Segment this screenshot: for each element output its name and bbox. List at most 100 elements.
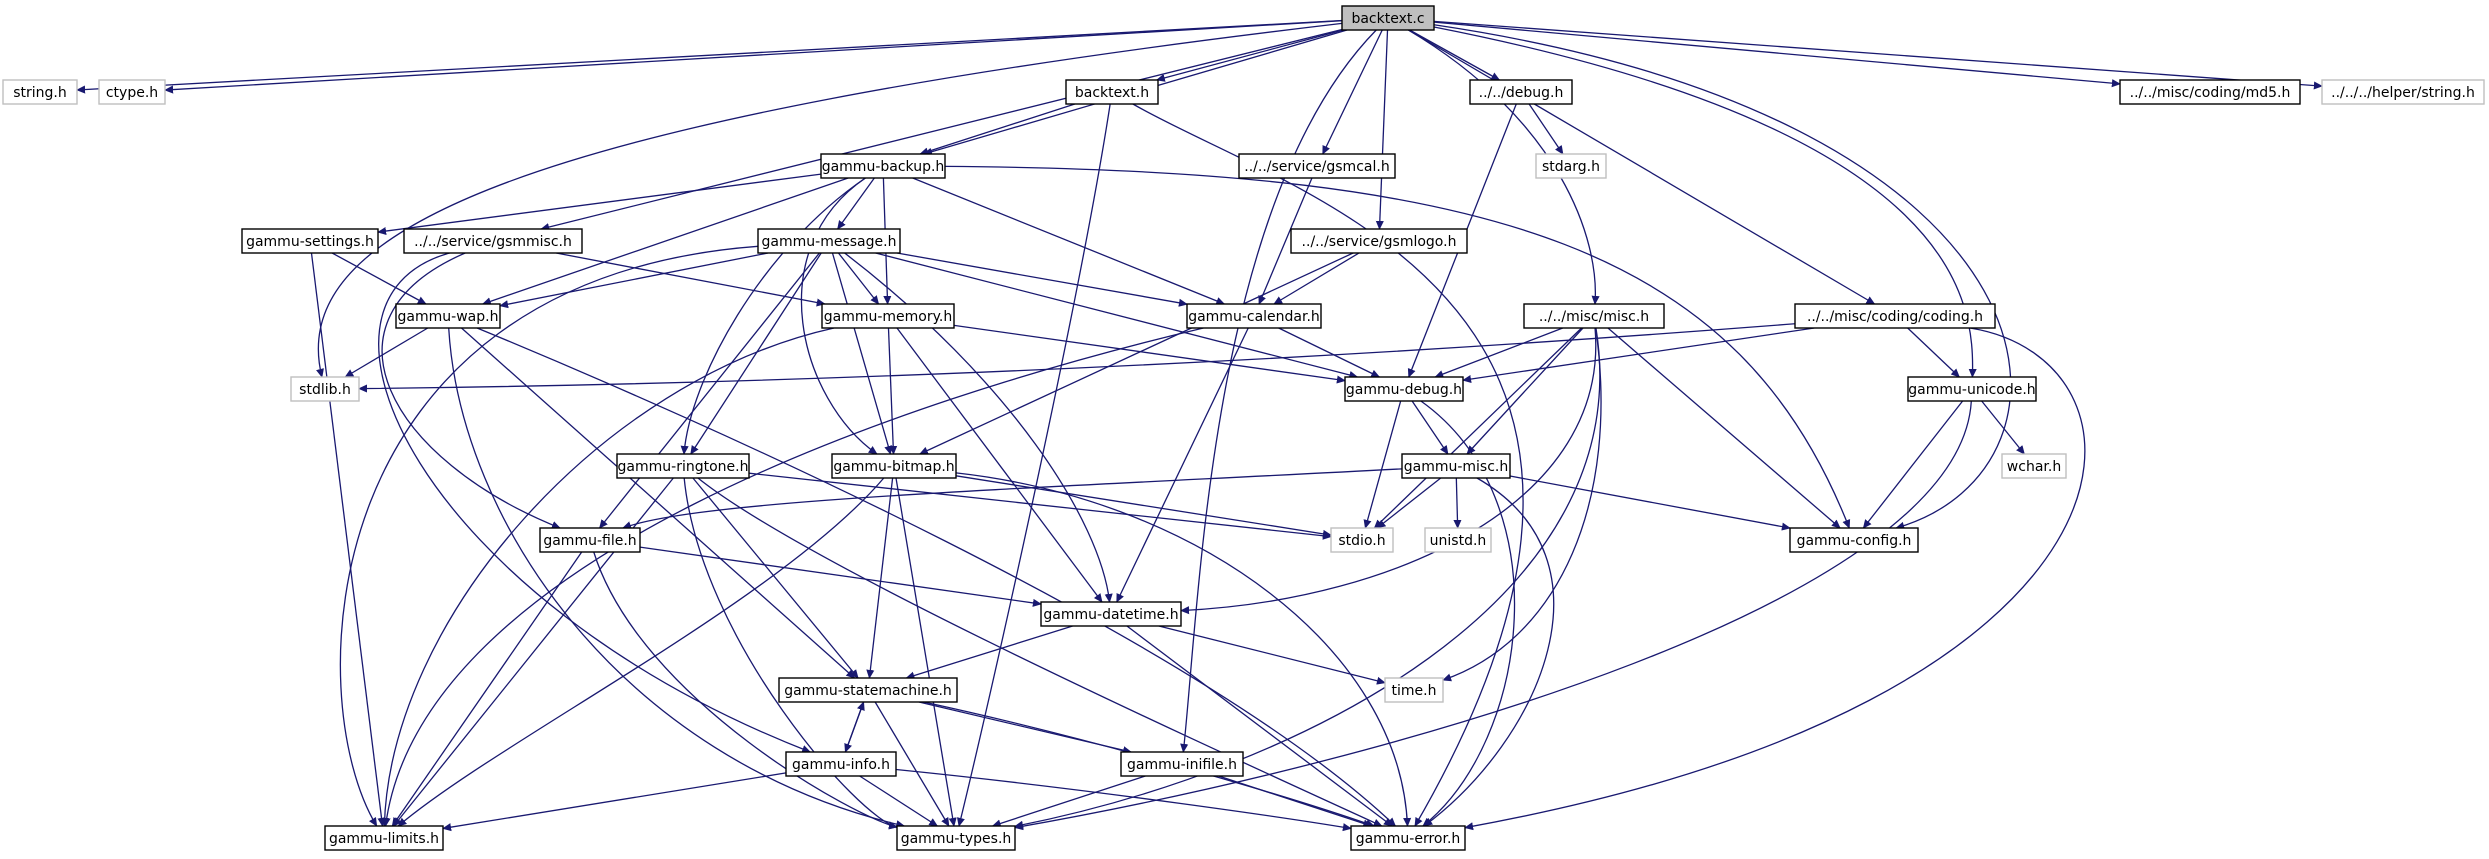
edge-gammu-memory-h-to-gammu-bitmap-h [887,327,898,455]
node-backtext-c[interactable]: backtext.c [1341,5,1435,31]
node-gammu-statemachine-h[interactable]: gammu-statemachine.h [778,677,958,703]
edge-backtext-h-to-gammu-error-h [1132,103,1524,827]
edge-gsmlogo-h-to-gammu-bitmap-h [919,252,1354,455]
node-label: gammu-datetime.h [1043,607,1178,623]
edge-gammu-file-h-to-gammu-datetime-h [639,546,1042,607]
edge-gammu-info-h-to-gammu-limits-h [442,772,787,832]
node-box [1186,303,1322,329]
node-gammu-error-h[interactable]: gammu-error.h [1350,825,1466,851]
edge-misc-misc-h-to-time-h [1442,327,1602,682]
edge-gammu-message-h-to-gammu-debug-h [875,252,1359,379]
edge-gammu-settings-h-to-gammu-limits-h [310,252,386,827]
node-gammu-message-h[interactable]: gammu-message.h [757,228,901,254]
node-gammu-types-h[interactable]: gammu-types.h [896,825,1016,851]
edge-gammu-calendar-h-to-gammu-debug-h [1278,327,1381,378]
node-stdarg-h: stdarg.h [1535,153,1607,179]
edge-backtext-c-to-gsmlogo-h [1375,29,1389,230]
node-box [1341,5,1435,31]
edge-backtext-c-to-gsmmisc-h [540,28,1343,231]
edge-gammu-file-h-to-gammu-limits-h [391,551,583,827]
node-gammu-backup-h[interactable]: gammu-backup.h [820,153,946,179]
node-md5-h[interactable]: ../../misc/coding/md5.h [2119,79,2301,105]
node-gammu-memory-h[interactable]: gammu-memory.h [821,303,955,329]
node-gammu-ringtone-h[interactable]: gammu-ringtone.h [616,453,750,479]
node-backtext-h[interactable]: backtext.h [1065,79,1159,105]
node-gammu-file-h[interactable]: gammu-file.h [539,527,641,553]
node-box [2,79,78,105]
node-wchar-h: wchar.h [2001,453,2067,479]
edge-gammu-message-h-to-gammu-calendar-h [896,252,1188,307]
node-debug-h[interactable]: ../../debug.h [1469,79,1573,105]
node-stdlib-h: stdlib.h [290,376,360,402]
node-box [820,153,946,179]
node-label: gammu-statemachine.h [784,683,952,699]
node-gammu-datetime-h[interactable]: gammu-datetime.h [1040,601,1182,627]
node-label: gammu-config.h [1797,533,1912,549]
edge-gammu-file-h-to-gammu-types-h [593,551,898,830]
node-gammu-misc-h[interactable]: gammu-misc.h [1401,453,1511,479]
node-box [757,228,901,254]
edge-gammu-memory-h-to-gammu-debug-h [953,324,1346,384]
node-box [785,751,897,777]
edge-misc-misc-h-to-gammu-config-h [1607,327,1841,529]
node-time-h: time.h [1384,677,1444,703]
node-box [403,228,583,254]
node-box [1330,527,1394,553]
node-box [539,527,641,553]
edge-gammu-misc-h-to-stdio-h [1376,477,1442,529]
edge-gammu-backup-h-to-gammu-bitmap-h [800,177,878,455]
node-box [831,453,957,479]
node-gammu-debug-h[interactable]: gammu-debug.h [1344,376,1464,402]
node-gammu-calendar-h[interactable]: gammu-calendar.h [1186,303,1322,329]
node-coding-h[interactable]: ../../misc/coding/coding.h [1794,303,1996,329]
node-gammu-config-h[interactable]: gammu-config.h [1789,527,1919,553]
node-gammu-wap-h[interactable]: gammu-wap.h [395,303,501,329]
node-misc-misc-h[interactable]: ../../misc/misc.h [1523,303,1665,329]
edge-gammu-wap-h-to-stdlib-h [344,327,429,378]
edge-backtext-c-to-md5-h [1433,21,2121,88]
node-label: gammu-backup.h [822,159,945,175]
node-gammu-unicode-h[interactable]: gammu-unicode.h [1907,376,2037,402]
node-gsmlogo-h[interactable]: ../../service/gsmlogo.h [1290,228,1468,254]
edge-gammu-info-h-to-gammu-statemachine-h [844,701,865,753]
edge-backtext-c-to-gammu-unicode-h [1433,26,1977,378]
edge-gammu-backup-h-to-gammu-config-h [944,165,1851,529]
edge-gammu-ringtone-h-to-stdio-h [748,472,1332,540]
edge-gammu-memory-h-to-gammu-limits-h [380,327,835,827]
node-box [1469,79,1573,105]
node-label: ../../misc/misc.h [1539,309,1649,325]
edge-gsmmisc-h-to-gammu-memory-h [556,252,826,307]
edge-gammu-message-h-to-gammu-ringtone-h [690,252,822,455]
node-label: gammu-calendar.h [1188,309,1320,325]
node-gammu-settings-h[interactable]: gammu-settings.h [241,228,379,254]
node-label: ../../misc/coding/coding.h [1807,309,1983,325]
edge-gammu-message-h-to-gammu-bitmap-h [831,252,893,455]
node-gammu-limits-h[interactable]: gammu-limits.h [324,825,444,851]
node-gammu-inifile-h[interactable]: gammu-inifile.h [1120,751,1244,777]
edges-layer [76,19,2323,832]
edge-gammu-inifile-h-to-gammu-types-h [991,775,1146,828]
node-label: time.h [1392,683,1437,699]
edge-gammu-wap-h-to-gammu-types-h [448,327,906,829]
edge-gammu-backup-h-to-gammu-ringtone-h [680,177,866,455]
edge-gsmmisc-h-to-gammu-file-h [381,252,561,529]
edge-gammu-ringtone-h-to-gammu-error-h [697,477,1383,827]
node-box [98,79,166,105]
edge-backtext-c-to-string-h [76,19,1343,94]
node-gammu-info-h[interactable]: gammu-info.h [785,751,897,777]
node-gsmmisc-h[interactable]: ../../service/gsmmisc.h [403,228,583,254]
node-gsmcal-h[interactable]: ../../service/gsmcal.h [1238,153,1396,179]
node-box [290,376,360,402]
node-box [821,303,955,329]
edge-backtext-c-to-stdlib-h [316,22,1343,378]
edge-backtext-c-to-backtext-h [1155,29,1344,82]
node-box [324,825,444,851]
edge-backtext-c-to-helper-string-h [1433,20,2323,90]
edge-gsmcal-h-to-gammu-calendar-h [1258,177,1313,305]
edge-gammu-info-h-to-gammu-error-h [895,768,1352,832]
node-box [1401,453,1511,479]
node-label: gammu-types.h [901,831,1012,847]
node-gammu-bitmap-h[interactable]: gammu-bitmap.h [831,453,957,479]
node-box [1350,825,1466,851]
